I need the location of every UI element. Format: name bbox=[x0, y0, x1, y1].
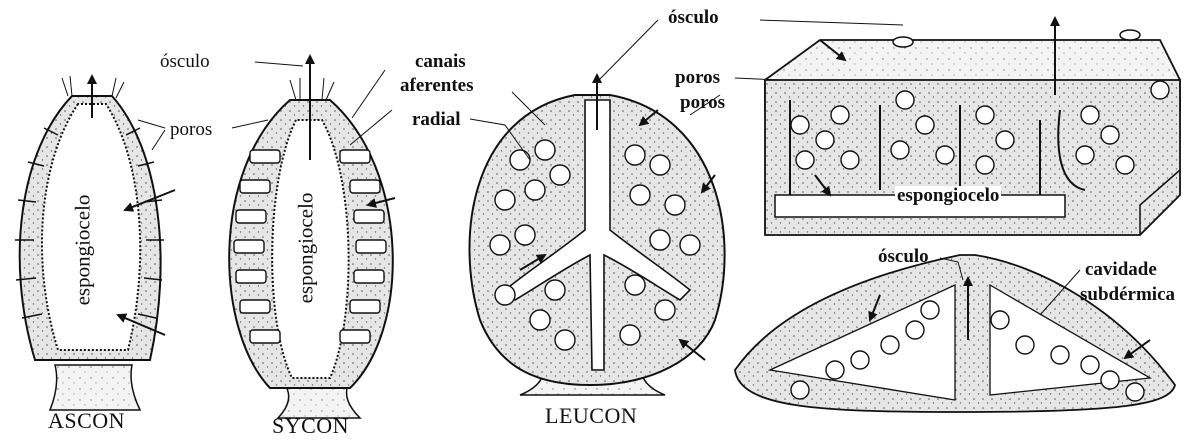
ascon-espongiocelo-label: espongiocelo bbox=[73, 195, 94, 306]
block-osculo-label: ósculo bbox=[668, 8, 719, 27]
ascon-osculo-label: ósculo bbox=[160, 52, 210, 71]
canais-aferentes-label-line1: canais bbox=[415, 52, 466, 71]
block-espongiocelo-label: espongiocelo bbox=[895, 186, 1001, 205]
radial-label: radial bbox=[412, 110, 461, 129]
leucon-poros-label: poros bbox=[680, 93, 725, 112]
ascon-caption: ASCON bbox=[48, 410, 125, 432]
leucon-caption: LEUCON bbox=[545, 405, 637, 427]
ascon-base bbox=[50, 365, 140, 410]
ascon-poros-label: poros bbox=[170, 120, 212, 139]
triangle-osculo-label: ósculo bbox=[878, 247, 929, 266]
sycon-espongiocelo-label: espongiocelo bbox=[296, 193, 317, 304]
block-poros-label: poros bbox=[675, 68, 720, 87]
canais-aferentes-label-line2: aferentes bbox=[400, 76, 474, 95]
sycon-caption: SYCON bbox=[272, 415, 349, 437]
cavidade-label-line2: subdérmica bbox=[1080, 285, 1175, 304]
cavidade-label-line1: cavidade bbox=[1085, 260, 1157, 279]
